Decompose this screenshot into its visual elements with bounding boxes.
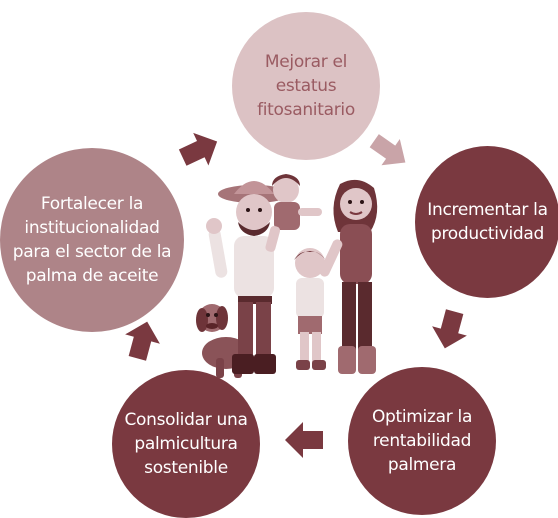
- arrow-icon: [125, 321, 160, 361]
- father-figure: [206, 181, 290, 374]
- step-circle-profitability: Optimizar la rentabilidad palmera: [348, 367, 496, 515]
- step-circle-phytosanitary: Mejorar el estatus fitosanitario: [232, 12, 380, 160]
- arrow-icon: [432, 309, 467, 349]
- step-label: Incrementar la productividad: [427, 200, 548, 244]
- step-label: Consolidar una palmicultura sostenible: [124, 410, 248, 478]
- step-circle-productivity: Incrementar la productividad: [415, 146, 558, 298]
- boy-figure: [294, 248, 326, 370]
- arrow-icon: [285, 422, 323, 458]
- step-label: Optimizar la rentabilidad palmera: [371, 407, 473, 475]
- step-circle-institutional: Fortalecer la institucionalidad para el …: [0, 148, 184, 332]
- mother-figure: [319, 179, 378, 374]
- arrow-icon: [178, 132, 218, 166]
- family-illustration: [196, 174, 378, 378]
- step-label: Mejorar el estatus fitosanitario: [257, 52, 355, 120]
- step-label: Fortalecer la institucionalidad para el …: [12, 194, 172, 286]
- girl-figure: [265, 174, 322, 252]
- step-circle-sustainability: Consolidar una palmicultura sostenible: [112, 370, 260, 518]
- arrow-icon: [369, 134, 406, 166]
